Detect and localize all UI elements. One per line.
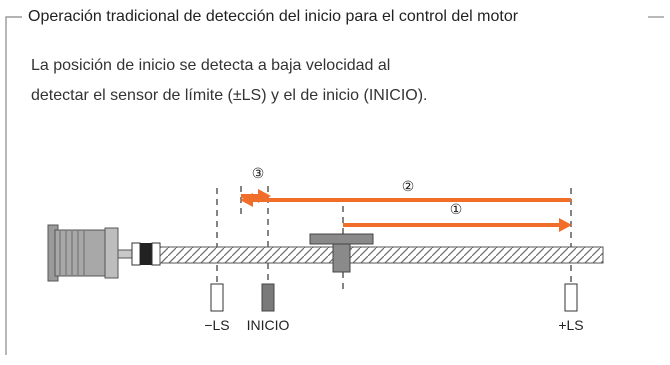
- step-3-label: ③: [252, 165, 265, 181]
- step-2-label: ②: [402, 178, 415, 194]
- plus-ls-sensor: [564, 283, 578, 312]
- minus-ls-label: −LS: [204, 317, 229, 333]
- motor: [47, 224, 133, 282]
- coupling: [131, 242, 161, 266]
- arrow-step-1: [343, 218, 572, 232]
- description: La posición de inicio se detecta a baja …: [31, 51, 631, 111]
- step-1-label: ①: [450, 201, 463, 217]
- ball-screw: [159, 246, 604, 264]
- description-line-1: La posición de inicio se detecta a baja …: [31, 57, 391, 74]
- home-sensor: [261, 283, 275, 312]
- diagram-title: Operación tradicional de detección del i…: [22, 4, 525, 30]
- minus-ls-sensor: [210, 283, 224, 312]
- home-label: INICIO: [247, 317, 290, 333]
- plus-ls-label: +LS: [558, 317, 583, 333]
- description-line-2: detectar el sensor de límite (±LS) y el …: [31, 87, 428, 104]
- table-slider: [309, 233, 374, 273]
- arrow-step-2: [240, 193, 571, 207]
